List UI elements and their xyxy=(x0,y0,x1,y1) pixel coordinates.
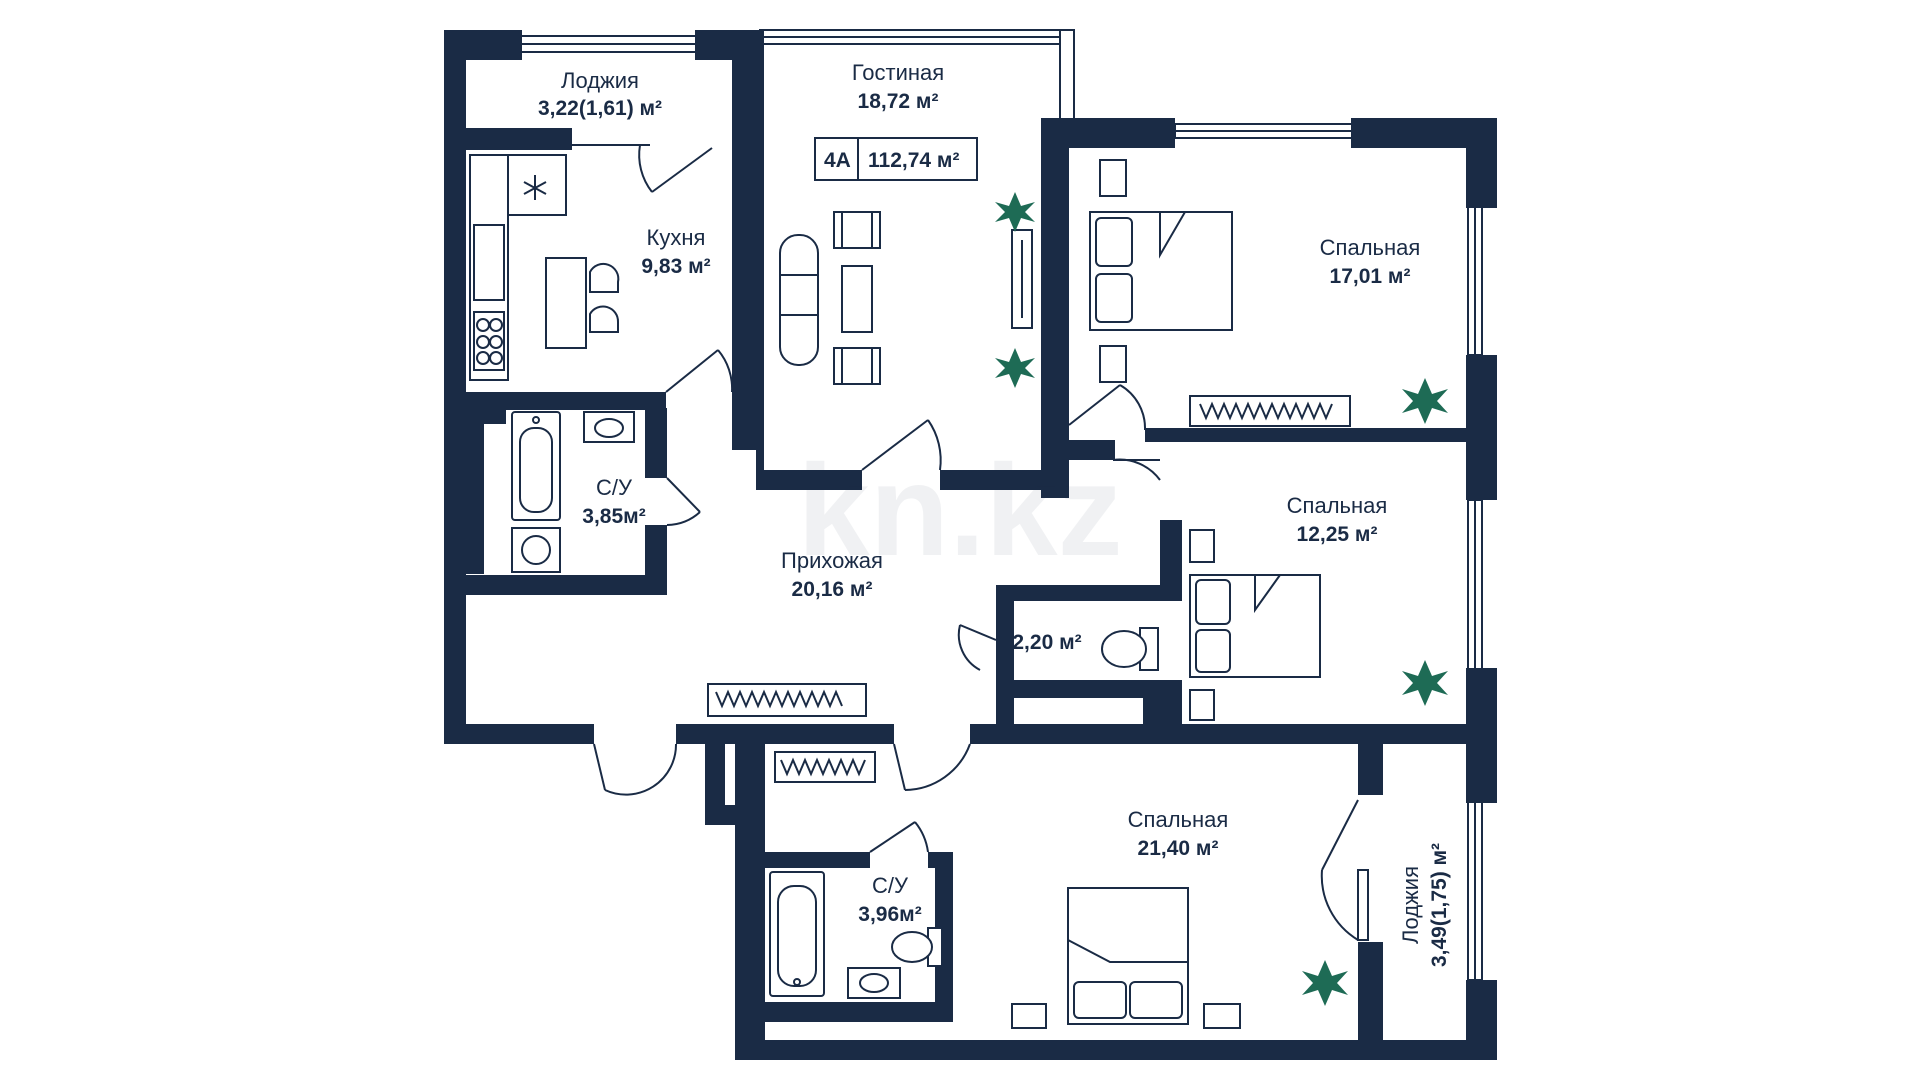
sink xyxy=(583,411,635,443)
room-area-bathroom-2: 3,96м² xyxy=(858,903,921,926)
room-area-kitchen: 9,83 м² xyxy=(641,255,710,278)
washing-machine xyxy=(511,527,561,573)
radiator xyxy=(1189,395,1351,427)
windows xyxy=(519,29,1483,981)
plant-icon xyxy=(1302,960,1348,1006)
room-area-bedroom-2: 12,25 м² xyxy=(1297,523,1378,546)
sink xyxy=(847,967,901,999)
room-area-loggia-top: 3,22(1,61) м² xyxy=(538,97,662,120)
room-name-bedroom-2: Спальная xyxy=(1287,493,1388,518)
walls xyxy=(444,30,1497,1060)
bed xyxy=(1189,529,1321,721)
bed xyxy=(1089,159,1233,383)
room-name-loggia-top: Лоджия xyxy=(561,68,639,93)
room-area-bedroom-3: 21,40 м² xyxy=(1138,837,1219,860)
plant-icon xyxy=(995,192,1035,232)
tv-stand xyxy=(1011,229,1033,329)
kitchen-table xyxy=(545,257,620,349)
room-name-bedroom-1: Спальная xyxy=(1320,235,1421,260)
room-name-bedroom-3: Спальная xyxy=(1128,807,1229,832)
radiator xyxy=(707,683,867,717)
room-name-kitchen: Кухня xyxy=(647,225,706,250)
room-area-loggia-right: 3,49(1,75) м² xyxy=(1428,843,1451,967)
room-labels: Лоджия 3,22(1,61) м² Гостиная 18,72 м² К… xyxy=(538,60,1451,967)
dining-set xyxy=(779,211,881,385)
room-area-wc: 2,20 м² xyxy=(1012,631,1081,654)
room-name-living: Гостиная xyxy=(852,60,944,85)
kitchen-counter xyxy=(469,154,567,381)
plant-icon xyxy=(995,348,1035,388)
toilet xyxy=(1101,627,1159,671)
bathtub xyxy=(769,871,825,997)
furniture: kn.kz xyxy=(469,154,1448,1029)
bathtub xyxy=(511,411,561,521)
room-name-bathroom-1: С/У xyxy=(596,475,633,500)
unit-code: 4A xyxy=(824,149,851,172)
plant-icon xyxy=(1402,378,1448,424)
toilet xyxy=(891,927,943,967)
unit-badge: 4A 112,74 м² xyxy=(814,137,978,181)
watermark: kn.kz xyxy=(797,437,1122,583)
room-area-bedroom-1: 17,01 м² xyxy=(1330,265,1411,288)
total-area: 112,74 м² xyxy=(868,149,959,172)
room-area-bathroom-1: 3,85м² xyxy=(582,505,645,528)
room-area-hallway: 20,16 м² xyxy=(792,578,873,601)
radiator xyxy=(774,751,876,783)
room-name-loggia-right: Лоджия xyxy=(1398,866,1423,944)
room-name-hallway: Прихожая xyxy=(781,548,883,573)
bed xyxy=(1011,887,1241,1029)
snowflake-icon xyxy=(523,175,547,200)
room-name-bathroom-2: С/У xyxy=(872,873,909,898)
doors xyxy=(572,144,1369,941)
room-area-living: 18,72 м² xyxy=(858,90,939,113)
plant-icon xyxy=(1402,660,1448,706)
